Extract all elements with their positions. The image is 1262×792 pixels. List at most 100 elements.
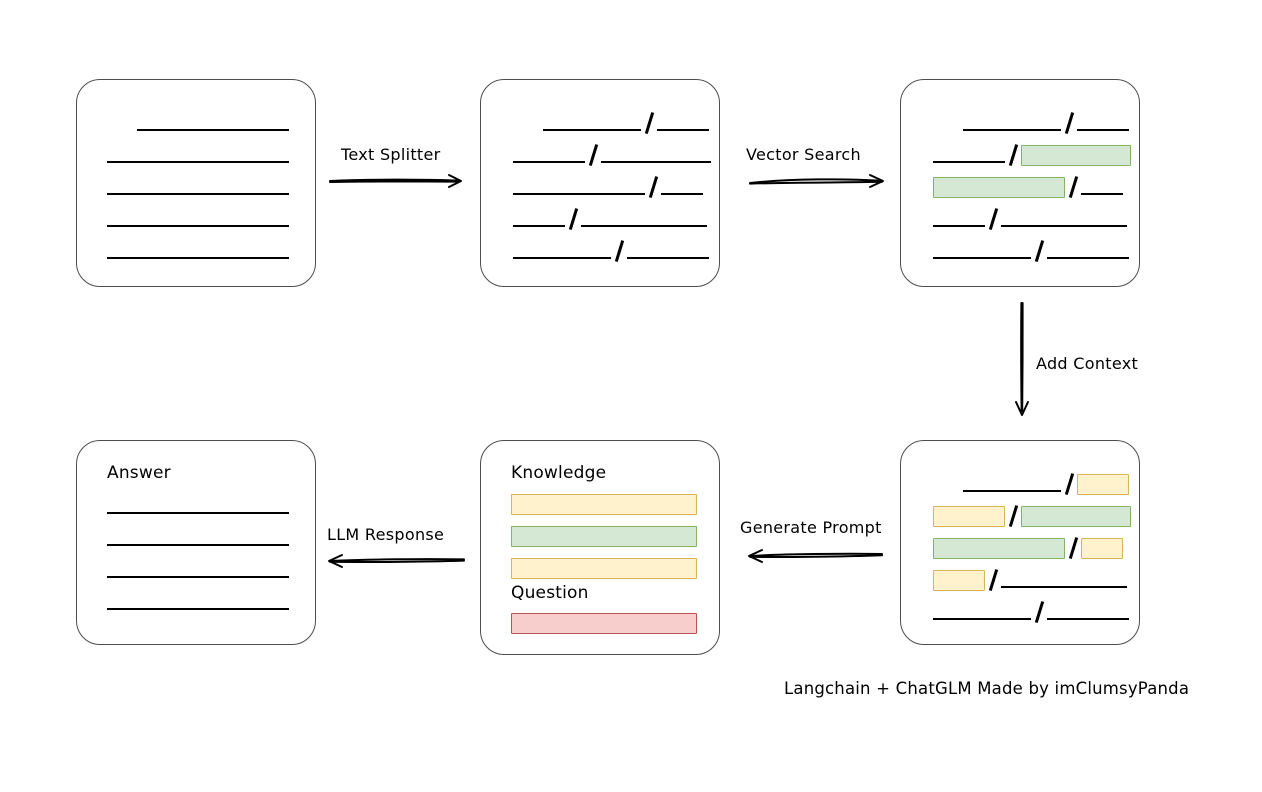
document-line — [963, 113, 1129, 133]
slash-separator — [1031, 241, 1047, 261]
slash-separator — [1031, 602, 1047, 622]
slash-separator — [985, 209, 1001, 229]
green-highlight-segment — [933, 537, 1065, 559]
text-segment — [513, 209, 565, 229]
text-segment — [513, 177, 645, 197]
slash-separator — [985, 570, 1001, 590]
text-segment — [107, 592, 289, 612]
yellow-highlight-segment — [933, 569, 985, 591]
document-line — [543, 113, 709, 133]
text-segment — [661, 177, 703, 197]
document-line — [107, 209, 289, 229]
slash-separator — [1065, 538, 1081, 558]
slash-separator — [1065, 177, 1081, 197]
text-segment — [107, 528, 289, 548]
text-segment — [107, 241, 289, 261]
text-segment — [1081, 177, 1123, 197]
source-document-card[interactable] — [76, 79, 316, 287]
slash-separator — [1061, 113, 1077, 133]
text-segment — [657, 113, 709, 133]
edge-llm-response-label: LLM Response — [327, 525, 445, 544]
text-segment — [933, 145, 1005, 165]
edge-vector-search-label: Vector Search — [746, 145, 861, 164]
text-segment — [513, 145, 585, 165]
text-segment — [1047, 602, 1129, 622]
question-label: Question — [511, 583, 589, 603]
edge-text-splitter-label: Text Splitter — [341, 145, 441, 164]
knowledge-bar — [511, 558, 697, 579]
document-line — [107, 241, 289, 261]
slash-separator — [1005, 506, 1021, 526]
document-line — [933, 176, 1123, 198]
document-line — [107, 592, 289, 612]
text-segment — [581, 209, 707, 229]
document-line — [107, 177, 289, 197]
document-line — [513, 209, 707, 229]
edge-generate-prompt-arrow — [748, 549, 883, 563]
slash-separator — [645, 177, 661, 197]
document-line — [933, 209, 1127, 229]
slash-separator — [641, 113, 657, 133]
text-segment — [601, 145, 711, 165]
document-line — [933, 241, 1129, 261]
edge-generate-prompt-label: Generate Prompt — [740, 518, 882, 537]
slash-separator — [611, 241, 627, 261]
answer-card[interactable]: Answer — [76, 440, 316, 645]
document-line — [107, 528, 289, 548]
text-segment — [107, 560, 289, 580]
knowledge-bar — [511, 494, 697, 515]
document-line — [933, 602, 1129, 622]
text-segment — [1001, 209, 1127, 229]
footer-credit: Langchain + ChatGLM Made by imClumsyPand… — [784, 679, 1190, 698]
document-line — [933, 569, 1127, 591]
document-line — [513, 145, 711, 165]
document-line — [137, 113, 289, 133]
document-line — [933, 144, 1131, 166]
green-highlight-segment — [1021, 505, 1131, 527]
text-segment — [933, 209, 985, 229]
edge-add-context-label: Add Context — [1036, 354, 1139, 373]
prompt-card[interactable]: Knowledge Question — [480, 440, 720, 655]
text-segment — [137, 113, 289, 133]
knowledge-label: Knowledge — [511, 463, 607, 483]
text-segment — [1077, 113, 1129, 133]
text-segment — [933, 602, 1031, 622]
context-document-card[interactable] — [900, 440, 1140, 645]
slash-separator — [585, 145, 601, 165]
document-line — [513, 177, 703, 197]
edge-vector-search-arrow — [749, 174, 884, 188]
document-line — [933, 537, 1123, 559]
yellow-highlight-segment — [1077, 473, 1129, 495]
text-segment — [107, 209, 289, 229]
yellow-highlight-segment — [933, 505, 1005, 527]
green-highlight-segment — [1021, 144, 1131, 166]
text-segment — [1047, 241, 1129, 261]
document-line — [107, 145, 289, 165]
text-segment — [543, 113, 641, 133]
text-segment — [107, 177, 289, 197]
text-segment — [963, 474, 1061, 494]
text-segment — [963, 113, 1061, 133]
edge-add-context-arrow — [1015, 302, 1029, 416]
slash-separator — [565, 209, 581, 229]
text-segment — [107, 145, 289, 165]
slash-separator — [1061, 474, 1077, 494]
slash-separator — [1005, 145, 1021, 165]
document-line — [107, 560, 289, 580]
text-segment — [933, 241, 1031, 261]
question-bar — [511, 613, 697, 634]
split-document-card[interactable] — [480, 79, 720, 287]
document-line — [963, 473, 1129, 495]
text-segment — [627, 241, 709, 261]
yellow-highlight-segment — [1081, 537, 1123, 559]
vector-matched-document-card[interactable] — [900, 79, 1140, 287]
document-line — [933, 505, 1131, 527]
edge-llm-response-arrow — [328, 554, 465, 568]
edge-text-splitter-arrow — [329, 174, 462, 188]
document-line — [107, 496, 289, 516]
knowledge-bar — [511, 526, 697, 547]
document-line — [513, 241, 709, 261]
text-segment — [107, 496, 289, 516]
text-segment — [513, 241, 611, 261]
